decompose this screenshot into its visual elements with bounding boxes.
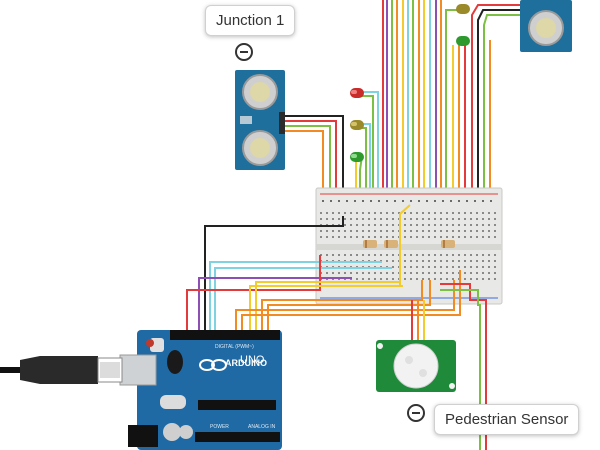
arduino-logo-icon (199, 359, 227, 371)
led-yellow-top-icon[interactable] (456, 4, 470, 14)
pir-sensor[interactable] (376, 340, 456, 392)
arduino-uno-board[interactable] (119, 330, 282, 450)
wires-sensor1 (285, 115, 344, 198)
wires-top-bundle (382, 0, 520, 220)
arduino-digital-label: DIGITAL (PWM~) (215, 344, 254, 350)
minus-circle-icon[interactable] (407, 404, 425, 422)
junction-1-label: Junction 1 (216, 12, 285, 29)
pedestrian-sensor-label: Pedestrian Sensor (445, 411, 569, 428)
usb-plug-icon (0, 356, 123, 384)
junction-1-annotation[interactable]: Junction 1 (205, 5, 296, 36)
ultrasonic-sensor-2[interactable] (520, 0, 572, 52)
led-green-top-icon[interactable] (456, 36, 470, 46)
resistors (363, 240, 455, 248)
pedestrian-sensor-annotation[interactable]: Pedestrian Sensor (434, 404, 580, 435)
wires-breadboard (186, 204, 487, 450)
arduino-analog-label: ANALOG IN (248, 424, 276, 430)
arduino-model-label: UNO (240, 354, 265, 366)
arduino-brand-label: ARDUINO (225, 358, 267, 368)
arduino-power-label: POWER (210, 424, 229, 430)
led-green-icon[interactable] (350, 152, 364, 162)
minus-circle-icon[interactable] (235, 43, 253, 61)
wires-leds (355, 91, 379, 198)
led-red-icon[interactable] (350, 88, 364, 98)
breadboard-holes-top (320, 212, 498, 242)
led-yellow-icon[interactable] (350, 120, 364, 130)
ultrasonic-sensor-junction-1[interactable] (235, 70, 285, 170)
